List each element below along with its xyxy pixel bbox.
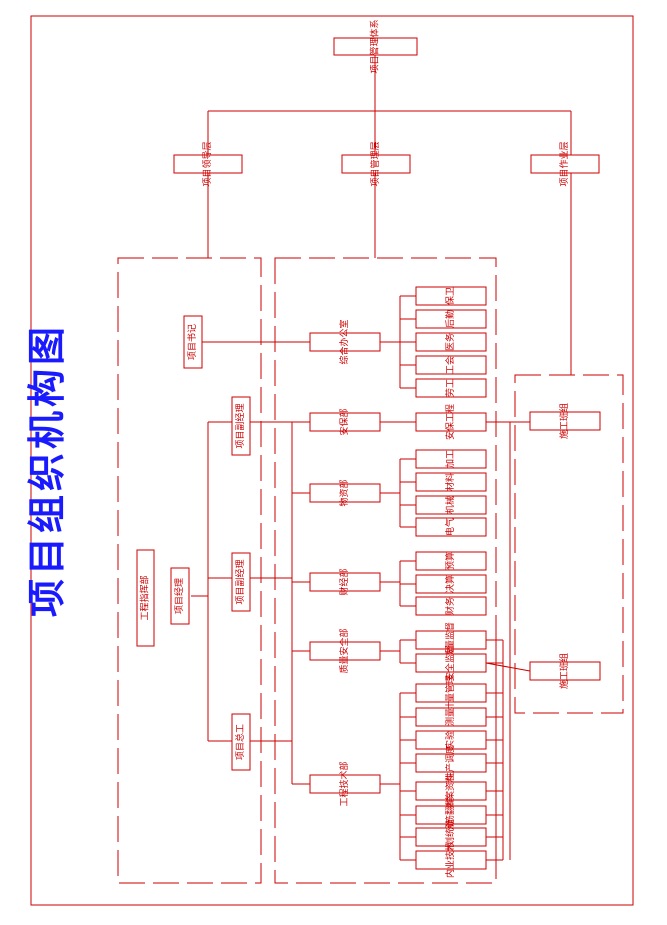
node-office-sub-4-label: 劳工 bbox=[444, 379, 456, 397]
page-frame bbox=[30, 15, 634, 906]
node-engineering-sub-1-label: 测量 bbox=[445, 708, 456, 726]
node-supply-sub-3-label: 电气 bbox=[444, 518, 456, 536]
node-supply-sub-2-label: 机械 bbox=[444, 496, 456, 514]
node-engineering-sub-5-label: 钢筋翻样 bbox=[444, 797, 456, 833]
node-team-2: 施工班组 bbox=[529, 653, 601, 689]
node-engineering-sub-6: 计划统计 bbox=[415, 819, 487, 855]
node-boxes: 项目管理体系项目领导层项目管理层项目作业层项目书记项目副经理项目副经理项目总工工… bbox=[136, 19, 601, 878]
node-finance-dept: 财经部 bbox=[309, 568, 381, 596]
node-leadership-layer-label: 项目领导层 bbox=[201, 141, 213, 186]
node-office-sub-0-label: 保卫 bbox=[444, 287, 456, 305]
node-finance-sub-1: 决算 bbox=[415, 574, 487, 594]
node-supply-sub-0-label: 加工 bbox=[445, 450, 456, 468]
node-chief-engineer-label: 项目总工 bbox=[234, 724, 246, 760]
node-quality-sub-0: 质量监督 bbox=[415, 622, 487, 658]
node-chief-engineer: 项目总工 bbox=[231, 713, 251, 771]
operation-group-box bbox=[514, 374, 624, 714]
node-management-layer: 项目管理层 bbox=[341, 141, 411, 187]
node-office-sub-3-label: 工会 bbox=[444, 356, 456, 374]
node-engineering-sub-4-label: 档案资料 bbox=[444, 773, 456, 809]
node-office-sub-1-label: 后勤 bbox=[444, 310, 456, 328]
node-finance-sub-1-label: 决算 bbox=[444, 575, 456, 593]
node-supply-dept-label: 物资部 bbox=[338, 479, 350, 506]
node-office-sub-2: 医务 bbox=[415, 332, 487, 352]
node-quality-sub-1: 安全监督 bbox=[415, 645, 487, 681]
node-engineering-sub-1: 测量 bbox=[415, 707, 487, 727]
node-engineering-sub-7: 内业技术 bbox=[415, 842, 487, 878]
node-supply-sub-2: 机械 bbox=[415, 495, 487, 515]
node-engineering-sub-7-label: 内业技术 bbox=[444, 842, 456, 878]
node-engineering-sub-5: 钢筋翻样 bbox=[415, 797, 487, 833]
node-management-layer-label: 项目管理层 bbox=[369, 141, 381, 186]
node-finance-sub-0-label: 预算 bbox=[444, 552, 456, 570]
node-supply-sub-0: 加工 bbox=[415, 449, 487, 469]
node-engineering-sub-4: 档案资料 bbox=[415, 773, 487, 809]
node-engineering-dept-label: 工程技术部 bbox=[338, 761, 350, 806]
node-office-sub-0: 保卫 bbox=[415, 286, 487, 306]
node-quality-sub-1-label: 安全监督 bbox=[444, 645, 456, 681]
node-supply-sub-1-label: 材料 bbox=[444, 473, 456, 491]
node-command-dept: 工程指挥部 bbox=[136, 549, 155, 647]
node-office-sub-2-label: 医务 bbox=[444, 333, 456, 351]
node-deputy-manager-1-label: 项目副经理 bbox=[234, 403, 246, 448]
node-deputy-manager-2: 项目副经理 bbox=[231, 552, 251, 612]
node-project-manager-label: 项目经理 bbox=[173, 578, 185, 614]
node-security-sub-label: 安保工程 bbox=[444, 404, 456, 440]
node-project-secretary: 项目书记 bbox=[183, 315, 203, 369]
node-supply-sub-3: 电气 bbox=[415, 517, 487, 537]
node-engineering-dept: 工程技术部 bbox=[309, 761, 381, 807]
node-supply-dept: 物资部 bbox=[309, 479, 381, 507]
node-operation-layer: 项目作业层 bbox=[530, 141, 600, 187]
node-team-1: 施工班组 bbox=[529, 403, 601, 439]
node-engineering-sub-0: 计量管理 bbox=[415, 675, 487, 711]
node-command-dept-label: 工程指挥部 bbox=[139, 575, 151, 620]
diagram-title: 项目组织机构图 bbox=[25, 323, 69, 617]
node-finance-sub-2: 财务 bbox=[415, 596, 487, 616]
line-right-bus-a bbox=[486, 639, 497, 860]
node-project-system: 项目管理体系 bbox=[333, 19, 418, 74]
node-office-sub-1: 后勤 bbox=[415, 309, 487, 329]
management-group-box bbox=[274, 257, 497, 884]
connector-lines bbox=[191, 55, 572, 861]
node-engineering-sub-3: 生产调度 bbox=[415, 745, 487, 781]
node-deputy-manager-2-label: 项目副经理 bbox=[234, 559, 246, 604]
node-security-sub: 安保工程 bbox=[415, 404, 487, 440]
node-team-2-label: 施工班组 bbox=[558, 653, 570, 689]
node-finance-sub-2-label: 财务 bbox=[444, 597, 456, 615]
node-project-system-label: 项目管理体系 bbox=[369, 19, 381, 73]
node-engineering-sub-2: 实验 bbox=[415, 730, 487, 750]
node-supply-sub-1: 材料 bbox=[415, 472, 487, 492]
node-project-manager: 项目经理 bbox=[170, 567, 190, 625]
leadership-group-box bbox=[117, 257, 262, 884]
node-security-dept: 安保部 bbox=[309, 408, 381, 436]
node-security-dept-label: 安保部 bbox=[338, 408, 350, 435]
node-project-secretary-label: 项目书记 bbox=[187, 324, 198, 360]
node-deputy-manager-1: 项目副经理 bbox=[231, 396, 251, 456]
node-engineering-sub-3-label: 生产调度 bbox=[444, 745, 456, 781]
node-finance-dept-label: 财经部 bbox=[338, 568, 350, 595]
node-quality-sub-0-label: 质量监督 bbox=[444, 622, 456, 658]
node-team-1-label: 施工班组 bbox=[558, 403, 570, 439]
node-office-sub-4: 劳工 bbox=[415, 378, 487, 398]
node-engineering-sub-0-label: 计量管理 bbox=[444, 675, 456, 711]
node-office-label: 综合办公室 bbox=[338, 319, 350, 364]
node-office: 综合办公室 bbox=[309, 319, 381, 365]
node-engineering-sub-6-label: 计划统计 bbox=[444, 819, 456, 855]
node-finance-sub-0: 预算 bbox=[415, 551, 487, 571]
node-quality-safety-dept-label: 质量安全部 bbox=[338, 628, 350, 673]
node-quality-safety-dept: 质量安全部 bbox=[309, 628, 381, 674]
line-quality-to-team bbox=[485, 662, 531, 672]
node-office-sub-3: 工会 bbox=[415, 355, 487, 375]
node-leadership-layer: 项目领导层 bbox=[173, 141, 243, 187]
node-operation-layer-label: 项目作业层 bbox=[558, 141, 570, 186]
node-engineering-sub-2-label: 实验 bbox=[444, 731, 456, 749]
